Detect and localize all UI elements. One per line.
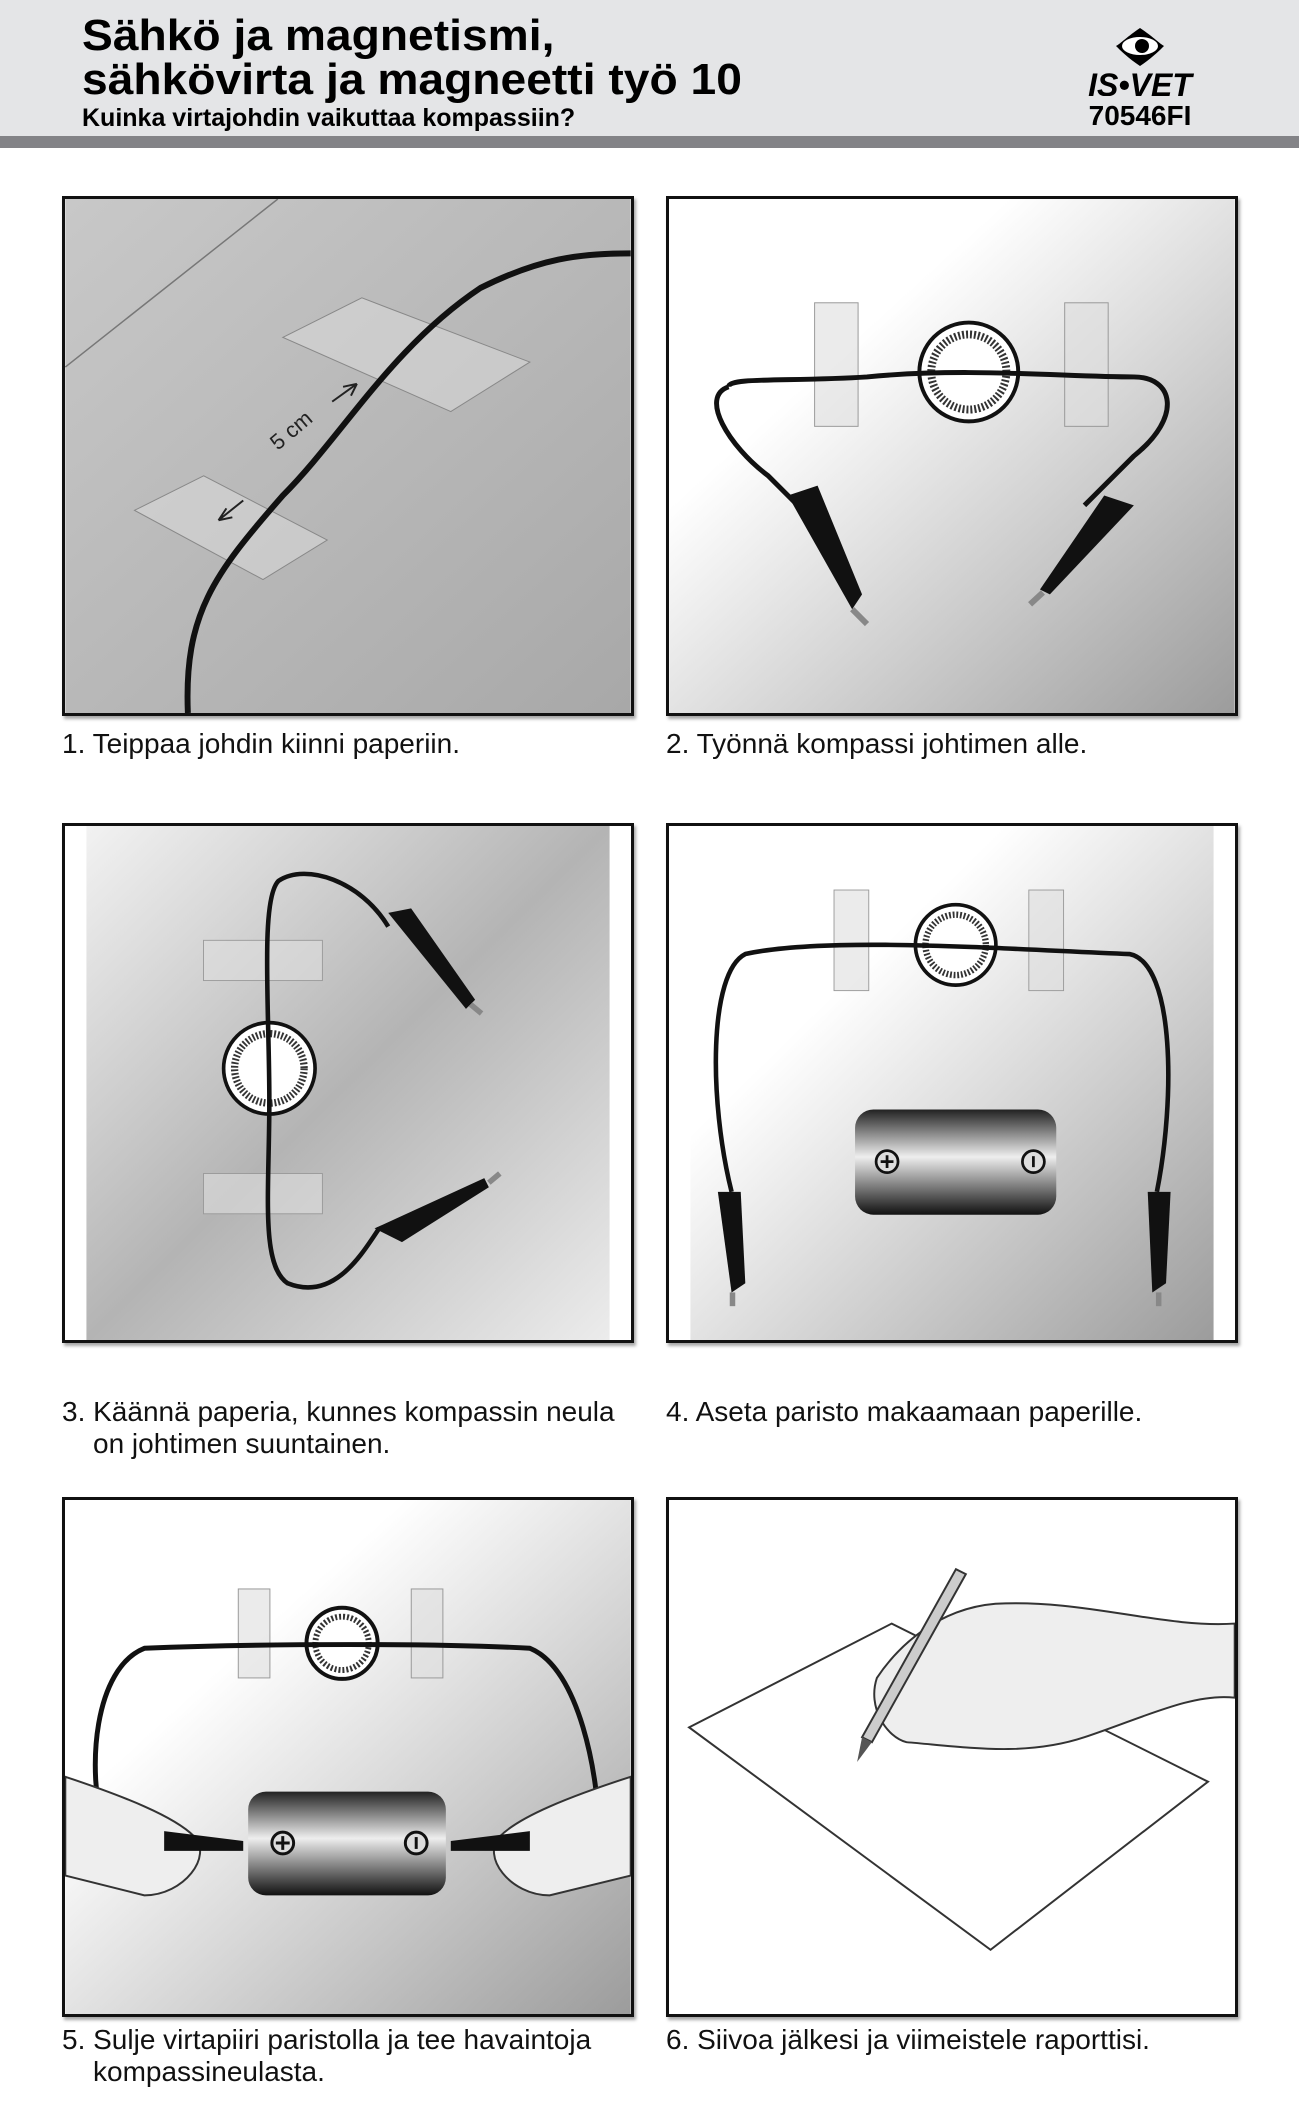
step-2-caption: 2. Työnnä kompassi johtimen alle.: [666, 728, 1088, 759]
page-title-line1: Sähkö ja magnetismi,: [82, 11, 555, 60]
product-code: 70546FI: [1088, 100, 1192, 131]
page-title-line2: sähkövirta ja magneetti työ 10: [82, 55, 742, 104]
header-divider: [0, 136, 1299, 148]
svg-text:IS•VET: IS•VET: [1088, 67, 1194, 96]
step-6-caption: 6. Siivoa jälkesi ja viimeistele raportt…: [666, 2024, 1150, 2055]
step-1-illustration: 5 cm: [62, 196, 634, 716]
step-5-illustration: [62, 1497, 634, 2017]
step-3-caption: 3. Käännä paperia, kunnes kompassin neul…: [62, 1396, 615, 1459]
step-6-illustration: [666, 1497, 1238, 2017]
step-2-illustration: [666, 196, 1238, 716]
step-4-illustration: [666, 823, 1238, 1343]
isvet-logo: IS•VET: [1088, 28, 1194, 96]
page-subtitle: Kuinka virtajohdin vaikuttaa kompassiin?: [82, 104, 576, 132]
step-4-caption: 4. Aseta paristo makaamaan paperille.: [666, 1396, 1143, 1427]
step-1-caption: 1. Teippaa johdin kiinni paperiin.: [62, 728, 460, 759]
step-3-illustration: [62, 823, 634, 1343]
header-band: [0, 0, 1299, 136]
step-5-caption: 5. Sulje virtapiiri paristolla ja tee ha…: [62, 2024, 592, 2087]
